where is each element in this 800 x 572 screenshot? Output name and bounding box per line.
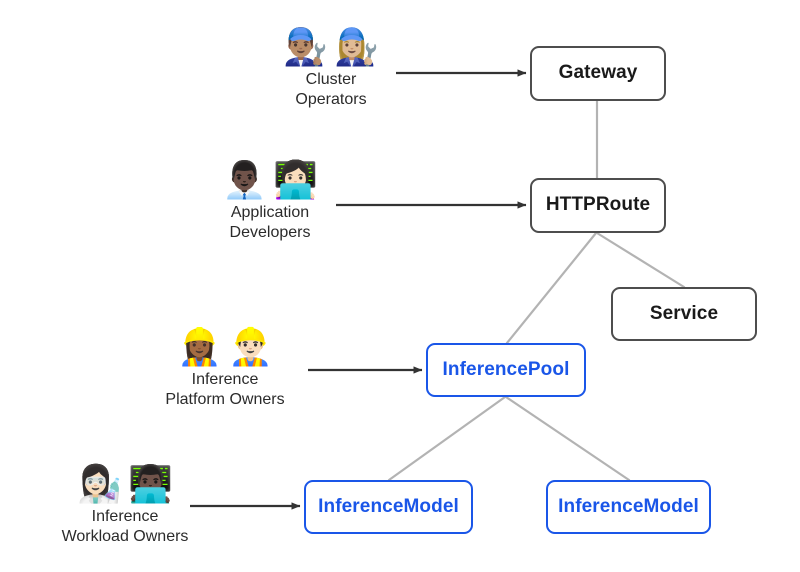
office-worker-man-icon: 👨🏿‍💼	[222, 160, 267, 201]
node-httproute-label: HTTPRoute	[545, 194, 651, 216]
scientist-woman-icon: 👩🏻‍🔬	[77, 464, 122, 505]
mechanic-man-icon: 👨🏽‍🔧	[283, 27, 328, 68]
persona-application-developers-label: Application Developers	[229, 204, 311, 242]
persona-application-developers: 👨🏿‍💼 👩🏻‍💻 Application Developers	[170, 163, 370, 244]
node-inferencemodel-2-label: InferenceModel	[558, 495, 699, 517]
node-service[interactable]: Service	[611, 287, 757, 341]
edge-inferencepool-inferencemodel-1	[387, 395, 507, 482]
construction-worker-man-icon: 👷🏻‍♂️	[228, 327, 273, 368]
node-inferencepool[interactable]: InferencePool	[426, 343, 586, 397]
mechanic-woman-icon: 👩🏼‍🔧	[334, 27, 379, 68]
persona-application-developers-icons: 👨🏿‍💼 👩🏻‍💻	[222, 163, 318, 199]
node-httproute[interactable]: HTTPRoute	[530, 178, 666, 233]
persona-inference-platform-owners-label: Inference Platform Owners	[165, 371, 285, 409]
edge-httproute-service	[595, 231, 686, 289]
persona-inference-platform-owners: 👷🏾‍♀️ 👷🏻‍♂️ Inference Platform Owners	[125, 330, 325, 411]
persona-cluster-operators: 👨🏽‍🔧 👩🏼‍🔧 Cluster Operators	[231, 30, 431, 111]
node-gateway[interactable]: Gateway	[530, 46, 666, 101]
technologist-man-icon: 👨🏿‍💻	[128, 464, 173, 505]
node-service-label: Service	[649, 302, 719, 324]
persona-inference-workload-owners-label: Inference Workload Owners	[61, 508, 189, 546]
node-inferencepool-label: InferencePool	[442, 358, 570, 380]
node-inferencemodel-1-label: InferenceModel	[318, 495, 459, 517]
persona-inference-platform-owners-icons: 👷🏾‍♀️ 👷🏻‍♂️	[177, 330, 273, 366]
node-gateway-label: Gateway	[558, 62, 638, 84]
persona-inference-workload-owners-icons: 👩🏻‍🔬 👨🏿‍💻	[77, 467, 173, 503]
edge-inferencepool-inferencemodel-2	[504, 395, 631, 482]
persona-inference-workload-owners: 👩🏻‍🔬 👨🏿‍💻 Inference Workload Owners	[25, 467, 225, 548]
persona-cluster-operators-label: Cluster Operators	[295, 71, 367, 109]
technologist-woman-icon: 👩🏻‍💻	[273, 160, 318, 201]
construction-worker-woman-icon: 👷🏾‍♀️	[177, 327, 222, 368]
persona-cluster-operators-icons: 👨🏽‍🔧 👩🏼‍🔧	[283, 30, 379, 66]
edge-httproute-inferencepool	[505, 231, 598, 345]
node-inferencemodel-1[interactable]: InferenceModel	[304, 480, 473, 534]
node-inferencemodel-2[interactable]: InferenceModel	[546, 480, 711, 534]
